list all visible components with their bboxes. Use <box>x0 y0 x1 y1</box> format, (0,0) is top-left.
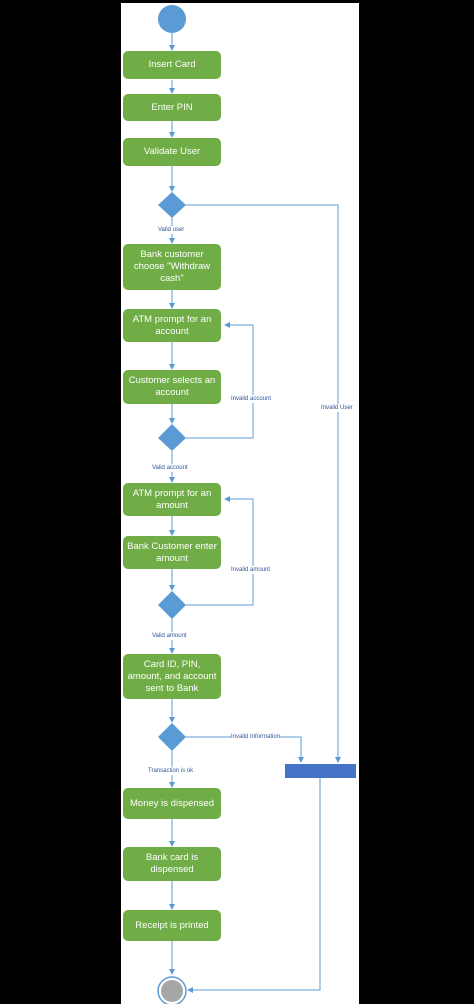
action-card-dispensed: Bank card is dispensed <box>123 847 221 881</box>
guard-invalid-information: Invalid Information <box>231 733 281 741</box>
action-enter-pin: Enter PIN <box>123 94 221 121</box>
merge-bar <box>285 764 356 778</box>
action-prompt-account: ATM prompt for an account <box>123 309 221 342</box>
action-money-dispensed: Money is dispensed <box>123 788 221 819</box>
action-choose-withdraw: Bank customer choose "Withdraw cash" <box>123 244 221 290</box>
action-receipt-printed: Receipt is printed <box>123 910 221 941</box>
decision-transaction <box>158 723 186 751</box>
action-select-account: Customer selects an account <box>123 370 221 404</box>
guard-valid-amount: Valid amount <box>152 632 187 640</box>
final-node-inner <box>161 980 183 1002</box>
action-insert-card: Insert Card <box>123 51 221 79</box>
decision-account <box>158 424 186 451</box>
action-validate-user: Validate User <box>123 138 221 166</box>
guard-transaction-ok: Transaction is ok <box>148 767 194 775</box>
initial-node <box>158 5 186 33</box>
guard-valid-user: Valid user <box>158 226 185 234</box>
action-send-to-bank: Card ID, PIN, amount, and account sent t… <box>123 654 221 699</box>
decision-validate-user <box>158 192 186 218</box>
guard-invalid-user: Invalid User <box>321 404 353 412</box>
action-enter-amount: Bank Customer enter amount <box>123 536 221 569</box>
action-prompt-amount: ATM prompt for an amount <box>123 483 221 516</box>
decision-amount <box>158 591 186 619</box>
guard-valid-account: Valid account <box>152 464 188 472</box>
guard-invalid-amount: Invalid amount <box>231 566 271 574</box>
guard-invalid-account: Invalid account <box>231 395 272 403</box>
